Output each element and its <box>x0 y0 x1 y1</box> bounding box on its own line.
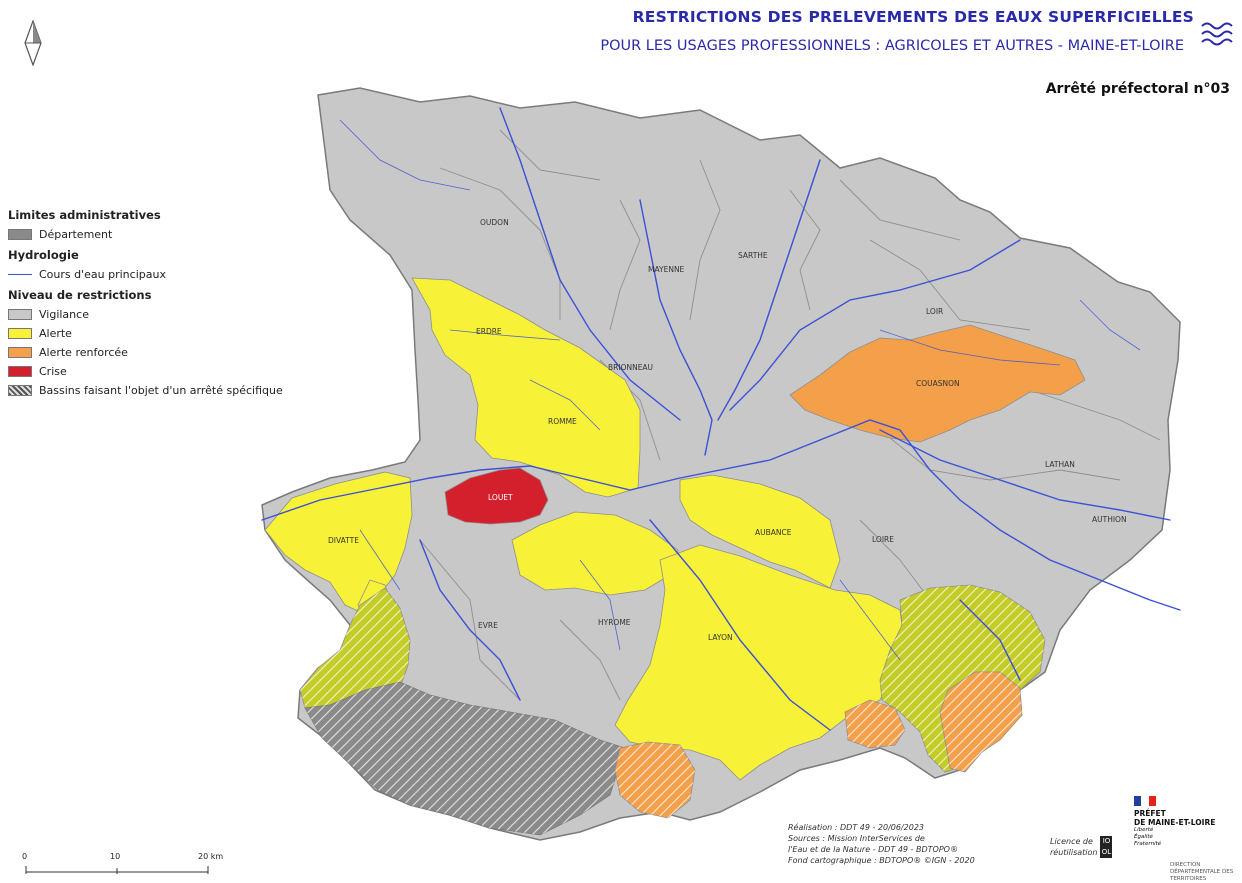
legend-item-vigilance: Vigilance <box>8 305 328 324</box>
legend-item-cours: Cours d'eau principaux <box>8 265 328 284</box>
label-authion: AUTHION <box>1092 515 1127 524</box>
map-credits: Réalisation : DDT 49 - 20/06/2023 Source… <box>788 823 975 865</box>
map-legend: Limites administratives Département Hydr… <box>8 204 328 400</box>
water-waves-icon <box>1201 22 1233 46</box>
label-louet: LOUET <box>488 493 513 502</box>
basin-layon <box>614 544 906 781</box>
swatch-departement <box>8 229 32 240</box>
scale-label-10: 10 <box>110 852 121 861</box>
river-oudon <box>499 107 681 421</box>
river-loire <box>261 419 1181 611</box>
swatch-hatched <box>8 385 32 396</box>
swatch-vigilance <box>8 309 32 320</box>
label-brionneau: BRIONNEAU <box>608 363 653 372</box>
river-thouet <box>959 599 1021 681</box>
legend-item-alerte-renforcee: Alerte renforcée <box>8 343 328 362</box>
legend-item-alerte: Alerte <box>8 324 328 343</box>
basin-thau-crise <box>444 467 549 525</box>
legend-item-crise: Crise <box>8 362 328 381</box>
swatch-crise <box>8 366 32 377</box>
basin-erdre-romme <box>411 277 641 498</box>
direction-label: DIRECTION DÉPARTEMENTALE DES TERRITOIRES <box>1170 862 1234 882</box>
label-divatte: DIVATTE <box>328 536 359 545</box>
river-loir <box>729 239 1021 411</box>
arrete-number: Arrêté préfectoral n°03 <box>1045 81 1230 97</box>
licence-ouverte-icon: IO OL <box>1100 836 1113 858</box>
scale-label-0: 0 <box>22 852 28 861</box>
label-aubance: AUBANCE <box>755 528 792 537</box>
swatch-alerte <box>8 328 32 339</box>
basin-couasnon <box>789 324 1086 443</box>
legend-heading-admin: Limites administratives <box>8 208 161 222</box>
label-layon: LAYON <box>708 633 733 642</box>
river-authion <box>879 429 1171 521</box>
river-evre <box>419 539 521 701</box>
scale-label-20: 20 km <box>198 852 224 861</box>
map-title: RESTRICTIONS DES PRELEVEMENTS DES EAUX S… <box>632 8 1194 26</box>
french-flag-icon <box>1134 796 1156 806</box>
map-subtitle: POUR LES USAGES PROFESSIONNELS : AGRICOL… <box>600 38 1184 54</box>
label-erdre: ERDRE <box>476 327 502 336</box>
scale-bar <box>25 866 209 874</box>
legend-heading-hydro: Hydrologie <box>8 248 79 262</box>
label-mayenne: MAYENNE <box>648 265 685 274</box>
legend-item-bassins: Bassins faisant l'objet d'un arrêté spéc… <box>8 381 328 400</box>
label-loir: LOIR <box>926 307 943 316</box>
river-sarthe <box>717 159 821 421</box>
label-lathan: LATHAN <box>1045 460 1075 469</box>
label-hyrome: HYROME <box>598 618 631 627</box>
river-mayenne <box>639 199 713 456</box>
prefet-logo: PRÉFET DE MAINE-ET-LOIRE Liberté Égalité… <box>1134 796 1215 848</box>
label-evre: EVRE <box>478 621 498 630</box>
label-sarthe: SARTHE <box>738 251 768 260</box>
swatch-alerte-renforcee <box>8 347 32 358</box>
north-arrow-icon <box>24 20 42 66</box>
licence-block: Licence de réutilisation IO OL <box>1050 836 1113 858</box>
river-layon <box>649 519 831 731</box>
label-oudon: OUDON <box>480 218 509 227</box>
legend-item-departement: Département <box>8 225 328 244</box>
label-loire: LOIRE <box>872 535 894 544</box>
label-romme: ROMME <box>548 417 577 426</box>
basin-aubance <box>679 474 841 589</box>
legend-heading-niveau: Niveau de restrictions <box>8 288 152 302</box>
label-couasnon: COUASNON <box>916 379 960 388</box>
swatch-river <box>8 274 32 275</box>
